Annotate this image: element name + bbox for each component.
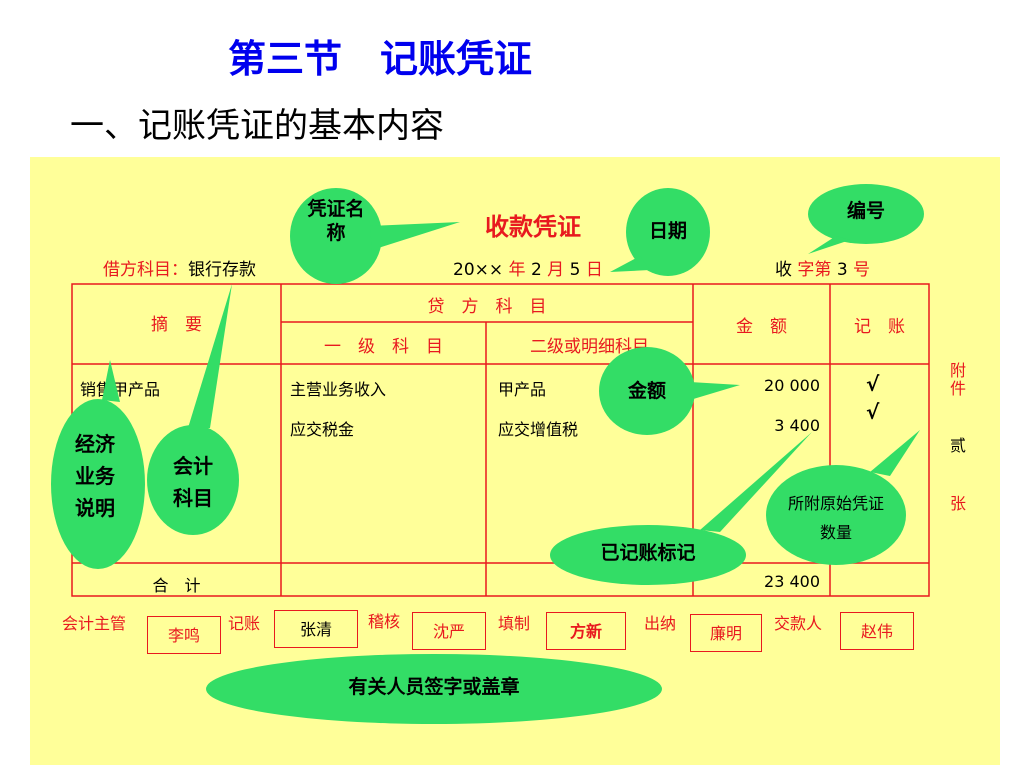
role-payer: 交款人 [774,614,823,633]
row1-amount: 20 000 [764,376,820,395]
section-heading: 一、记账凭证的基本内容 [70,106,444,146]
number-char: 字第 [797,260,832,280]
attach-label-2: 件 [950,379,967,398]
callout-attachments: 所附原始凭证数量 [788,494,885,542]
header-level1: 一 级 科 目 [324,337,443,357]
row2-level1: 应交税金 [290,420,355,439]
total-label: 合 计 [152,576,201,595]
date-month-unit: 月 [547,260,565,280]
debit-account-row: 借方科目：银行存款 [103,255,256,280]
attach-label-1: 附 [950,361,967,380]
number-suffix: 号 [853,260,871,280]
sign-preparer: 方新 [546,612,626,650]
sign-auditor: 沈严 [412,612,486,650]
date-year-value: 20×× [453,260,504,280]
row1-level2: 甲产品 [498,380,547,399]
header-posted: 记 账 [854,317,905,337]
date-year-unit: 年 [508,260,526,280]
row2-check-mark: √ [866,400,880,424]
row1-summary: 销售甲产品 [80,380,161,399]
debit-value: 银行存款 [188,260,256,280]
role-cashier: 出纳 [644,614,677,633]
row2-amount: 3 400 [774,416,820,435]
debit-label: 借方科目： [103,260,188,280]
header-amount: 金 额 [736,317,787,337]
callout-amount: 金额 [627,380,666,402]
sign-bookkeeper: 张清 [274,610,358,648]
header-credit: 贷 方 科 目 [427,297,547,317]
callout-signatures: 有关人员签字或盖章 [348,676,520,698]
voucher-number: 收 字第 3 号 [775,255,870,280]
callout-number: 编号 [846,200,885,222]
number-prefix: 收 [775,260,792,280]
date-day-unit: 日 [585,260,603,280]
role-supervisor: 会计主管 [62,614,127,633]
role-bookkeeper: 记账 [228,614,261,633]
row2-level2: 应交增值税 [498,420,579,439]
header-summary: 摘 要 [151,315,202,335]
date-day-value: 5 [569,260,581,280]
sign-supervisor: 李鸣 [147,616,221,654]
header-level2: 二级或明细科目 [530,337,649,357]
role-auditor: 稽核 [368,612,401,631]
number-value: 3 [836,260,848,280]
callout-business: 经济业务说明 [75,432,115,520]
date-month-value: 2 [530,260,542,280]
total-amount: 23 400 [764,572,820,591]
voucher-name: 收款凭证 [485,213,581,241]
sign-payer: 赵伟 [840,612,914,650]
callout-posting: 已记账标记 [600,542,696,564]
page-title: 第三节 记账凭证 [227,37,532,81]
callout-account: 会计科目 [173,454,213,510]
callout-date: 日期 [648,220,687,242]
role-preparer: 填制 [498,614,531,633]
row1-check-mark: √ [866,372,880,396]
voucher-date: 20×× 年 2 月 5 日 [453,255,603,280]
sign-cashier: 廉明 [690,614,762,652]
callout-voucher-name: 凭证名称 [307,198,365,244]
row1-level1: 主营业务收入 [290,380,387,399]
attach-unit: 张 [950,494,967,513]
attach-count: 贰 [950,436,967,455]
